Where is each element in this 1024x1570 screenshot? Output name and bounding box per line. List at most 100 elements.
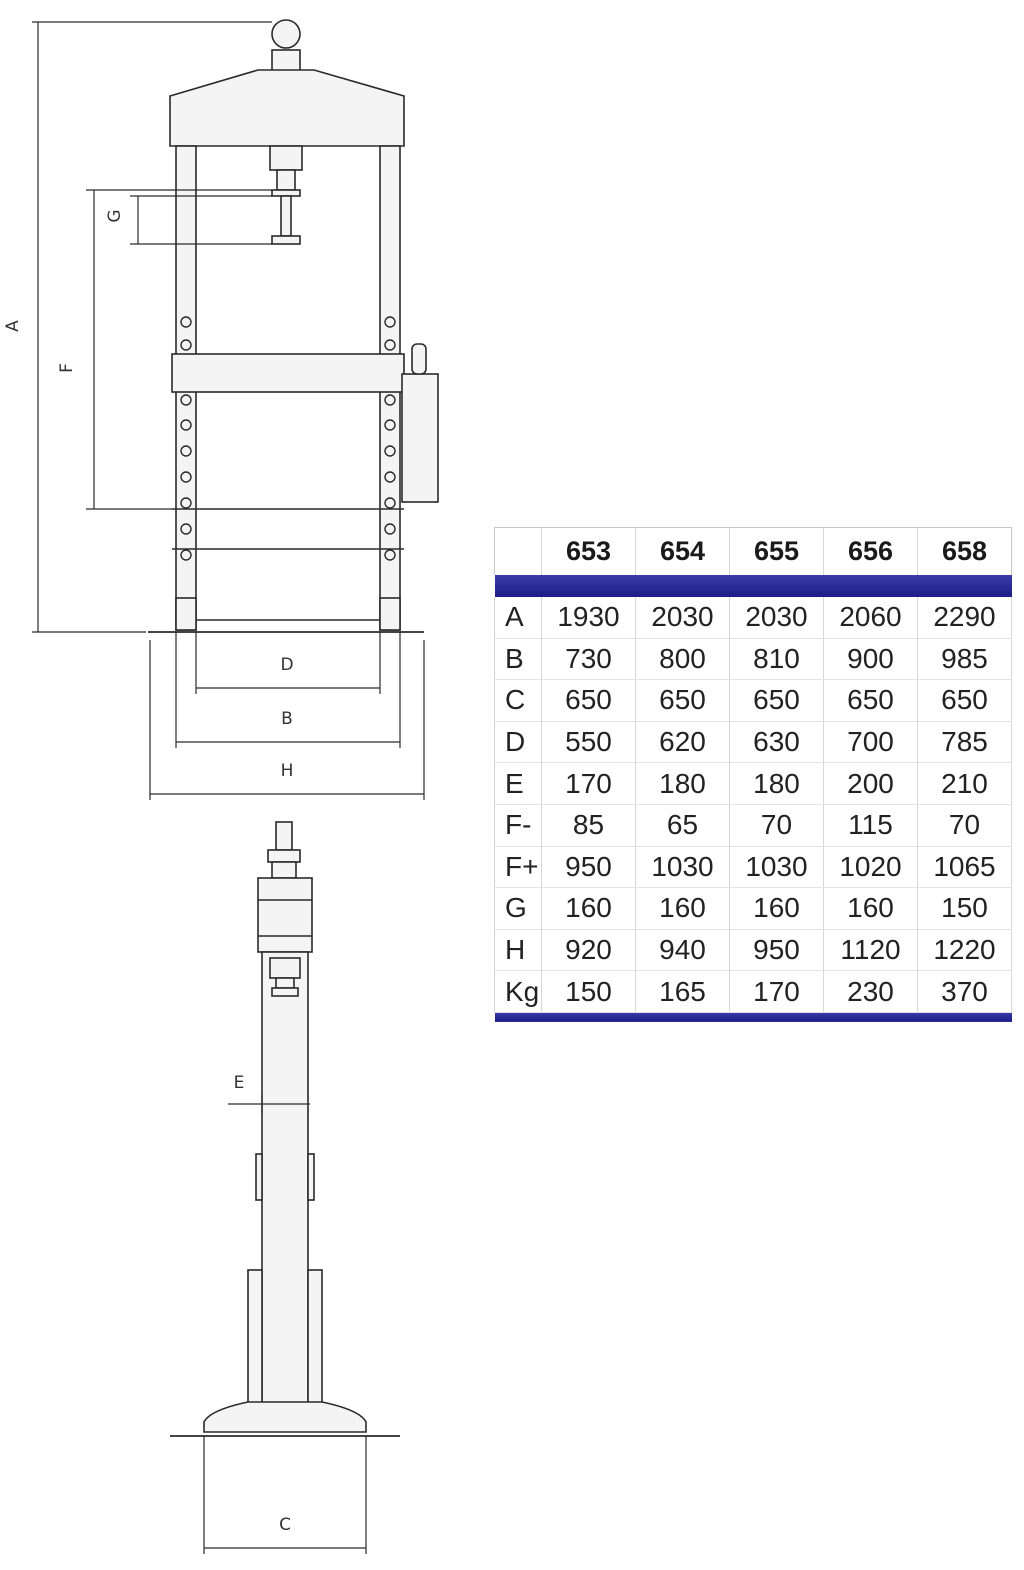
table-cell: 70 bbox=[729, 804, 824, 847]
side-column bbox=[261, 951, 309, 1405]
table-cell: 2290 bbox=[917, 597, 1012, 639]
table-cell: 2030 bbox=[635, 597, 730, 639]
dim-label-F: F bbox=[57, 363, 77, 373]
table-cell: 940 bbox=[635, 929, 730, 972]
table-corner-cell bbox=[494, 527, 542, 575]
side-base bbox=[203, 1401, 367, 1433]
ram-head bbox=[271, 235, 301, 245]
table-cell: 1030 bbox=[729, 846, 824, 889]
table-cell: 370 bbox=[917, 970, 1012, 1013]
side-view: E C bbox=[170, 821, 400, 1554]
row-label: G bbox=[494, 887, 542, 930]
table-cell: 180 bbox=[729, 762, 824, 805]
row-label: E bbox=[494, 762, 542, 805]
table-cell: 230 bbox=[823, 970, 918, 1013]
gauge-stem bbox=[271, 49, 301, 73]
table-cell: 650 bbox=[917, 679, 1012, 722]
dim-label-H: H bbox=[281, 761, 294, 781]
table-cell: 1030 bbox=[635, 846, 730, 889]
dim-label-B: B bbox=[281, 709, 293, 729]
row-label: F+ bbox=[494, 846, 542, 889]
pump-lever bbox=[411, 343, 427, 375]
table-cell: 950 bbox=[729, 929, 824, 972]
row-label: H bbox=[494, 929, 542, 972]
row-label: A bbox=[494, 597, 542, 639]
model-header: 655 bbox=[729, 527, 824, 575]
dim-label-A: A bbox=[3, 320, 23, 332]
gauge-icon bbox=[271, 19, 301, 49]
table-cell: 2030 bbox=[729, 597, 824, 639]
table-cell: 650 bbox=[541, 679, 636, 722]
table-cell: 810 bbox=[729, 638, 824, 681]
table-cell: 160 bbox=[635, 887, 730, 930]
ram-body bbox=[276, 169, 296, 191]
table-cell: 900 bbox=[823, 638, 918, 681]
row-label: D bbox=[494, 721, 542, 764]
model-header: 656 bbox=[823, 527, 918, 575]
dim-label-D: D bbox=[280, 655, 293, 675]
table-cell: 170 bbox=[541, 762, 636, 805]
table-cell: 200 bbox=[823, 762, 918, 805]
row-label: F- bbox=[494, 804, 542, 847]
table-cell: 1120 bbox=[823, 929, 918, 972]
table-cell: 1065 bbox=[917, 846, 1012, 889]
table-cell: 1220 bbox=[917, 929, 1012, 972]
table-cell: 150 bbox=[917, 887, 1012, 930]
table-cell: 920 bbox=[541, 929, 636, 972]
header-accent-bar bbox=[494, 575, 1012, 597]
table-cell: 1020 bbox=[823, 846, 918, 889]
table-cell: 170 bbox=[729, 970, 824, 1013]
table-cell: 550 bbox=[541, 721, 636, 764]
ram-collar bbox=[271, 189, 301, 197]
table-cell: 160 bbox=[823, 887, 918, 930]
table-cell: 730 bbox=[541, 638, 636, 681]
table-cell: 950 bbox=[541, 846, 636, 889]
dim-label-C: C bbox=[279, 1515, 291, 1535]
model-header: 654 bbox=[635, 527, 730, 575]
table-cell: 985 bbox=[917, 638, 1012, 681]
row-label: B bbox=[494, 638, 542, 681]
table-cell: 165 bbox=[635, 970, 730, 1013]
table-cell: 180 bbox=[635, 762, 730, 805]
table-cell: 160 bbox=[729, 887, 824, 930]
table-cell: 785 bbox=[917, 721, 1012, 764]
ram-rod bbox=[280, 195, 292, 237]
table-cell: 630 bbox=[729, 721, 824, 764]
table-header-row: 653 654 655 656 658 bbox=[494, 527, 1012, 575]
ram-cylinder bbox=[269, 145, 303, 171]
table-cell: 1930 bbox=[541, 597, 636, 639]
model-header: 658 bbox=[917, 527, 1012, 575]
adjustment-holes bbox=[180, 394, 396, 561]
dim-label-E: E bbox=[234, 1073, 245, 1093]
footer-accent-bar bbox=[494, 1012, 1012, 1022]
table-cell: 650 bbox=[823, 679, 918, 722]
table-cell: 160 bbox=[541, 887, 636, 930]
row-label: Kg bbox=[494, 970, 542, 1013]
table-cell: 620 bbox=[635, 721, 730, 764]
table-cell: 650 bbox=[729, 679, 824, 722]
row-label: C bbox=[494, 679, 542, 722]
top-crossbeam bbox=[169, 69, 405, 147]
table-cell: 650 bbox=[635, 679, 730, 722]
table-cell: 150 bbox=[541, 970, 636, 1013]
table-cell: 65 bbox=[635, 804, 730, 847]
table-cell: 700 bbox=[823, 721, 918, 764]
table-cell: 115 bbox=[823, 804, 918, 847]
bed-crossbeam bbox=[171, 353, 405, 393]
hand-pump bbox=[401, 373, 439, 503]
table-cell: 85 bbox=[541, 804, 636, 847]
table-cell: 70 bbox=[917, 804, 1012, 847]
side-cylinder bbox=[257, 877, 313, 953]
